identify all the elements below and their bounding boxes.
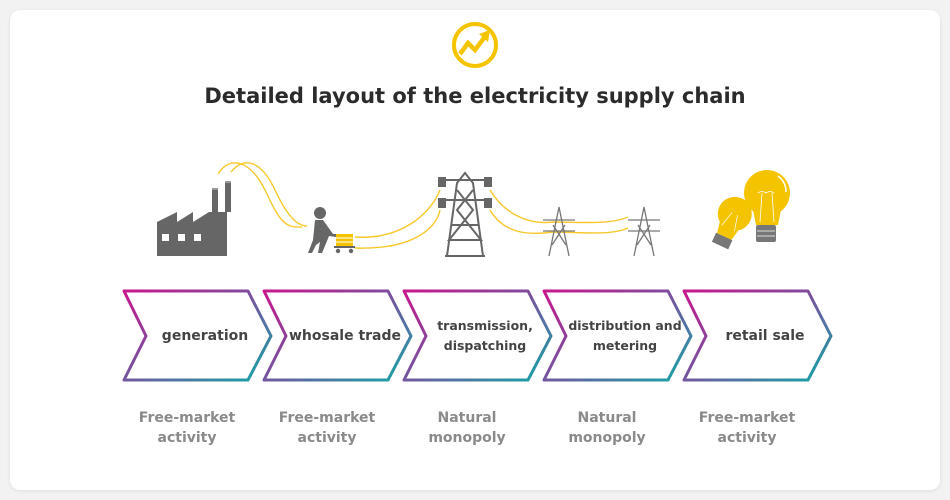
activity-type: Natural monopoly [568, 410, 646, 446]
page-title: Detailed layout of the electricity suppl… [204, 84, 746, 108]
activity-type: Free-market activity [698, 410, 796, 446]
chevron-shape [122, 289, 273, 382]
chevron-shape [682, 289, 833, 382]
chain-step-5: retail sale [678, 287, 838, 385]
chain-step-4: distribution and metering [538, 287, 698, 385]
worker-cart-icon [308, 207, 355, 254]
distribution-pylon-icon [543, 206, 660, 257]
step-label: transmission, dispatching [437, 318, 533, 353]
activity-type: Free-market activity [138, 410, 236, 446]
step-label: generation [161, 328, 249, 344]
activity-type: Free-market activity [278, 410, 376, 446]
chevron-shape [262, 289, 413, 382]
chain-step-2: whosale trade [258, 287, 418, 385]
chain-step-3: transmission, dispatching [398, 287, 558, 385]
step-label: whosale trade [288, 328, 402, 344]
chevron-shape [542, 289, 693, 382]
step-label: retail sale [725, 328, 805, 344]
chevron-shape [402, 289, 553, 382]
supply-chain-illustration [157, 162, 790, 257]
factory-icon [157, 181, 231, 256]
step-label: distribution and metering [568, 318, 682, 353]
light-bulb-icon [711, 170, 790, 250]
chain-step-1: generation [118, 287, 278, 385]
growth-chart-icon [452, 22, 498, 68]
transmission-tower-icon [438, 171, 492, 257]
activity-type: Natural monopoly [428, 410, 506, 446]
